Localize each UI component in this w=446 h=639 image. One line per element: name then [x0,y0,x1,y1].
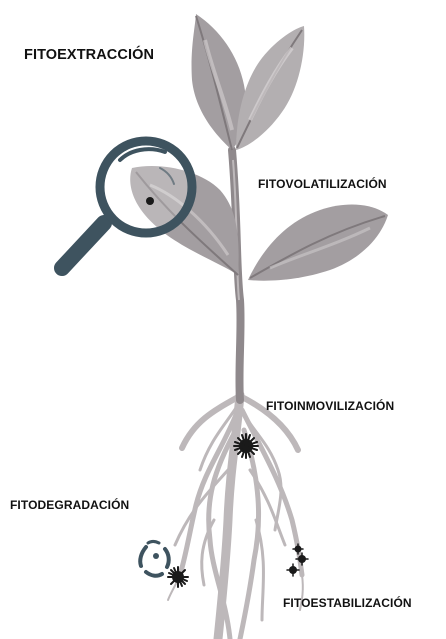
magnifying-glass-icon [62,141,192,268]
contaminant-particle-icon [234,434,258,458]
right-lower-leaf [248,205,388,281]
label-fitodegradacion: FITODEGRADACIÓN [10,498,129,512]
contaminant-particle-icon [168,567,188,587]
dashed-molecule-icon [140,542,169,576]
label-fitoinmovilizacion: FITOINMOVILIZACIÓN [266,399,394,413]
label-fitoestabilizacion: FITOESTABILIZACIÓN [283,596,412,610]
label-fitoextraccion: FITOEXTRACCIÓN [24,47,154,63]
stem [232,150,241,400]
label-fitovolatilizacion: FITOVOLATILIZACIÓN [258,177,387,191]
top-right-leaf [236,26,304,150]
